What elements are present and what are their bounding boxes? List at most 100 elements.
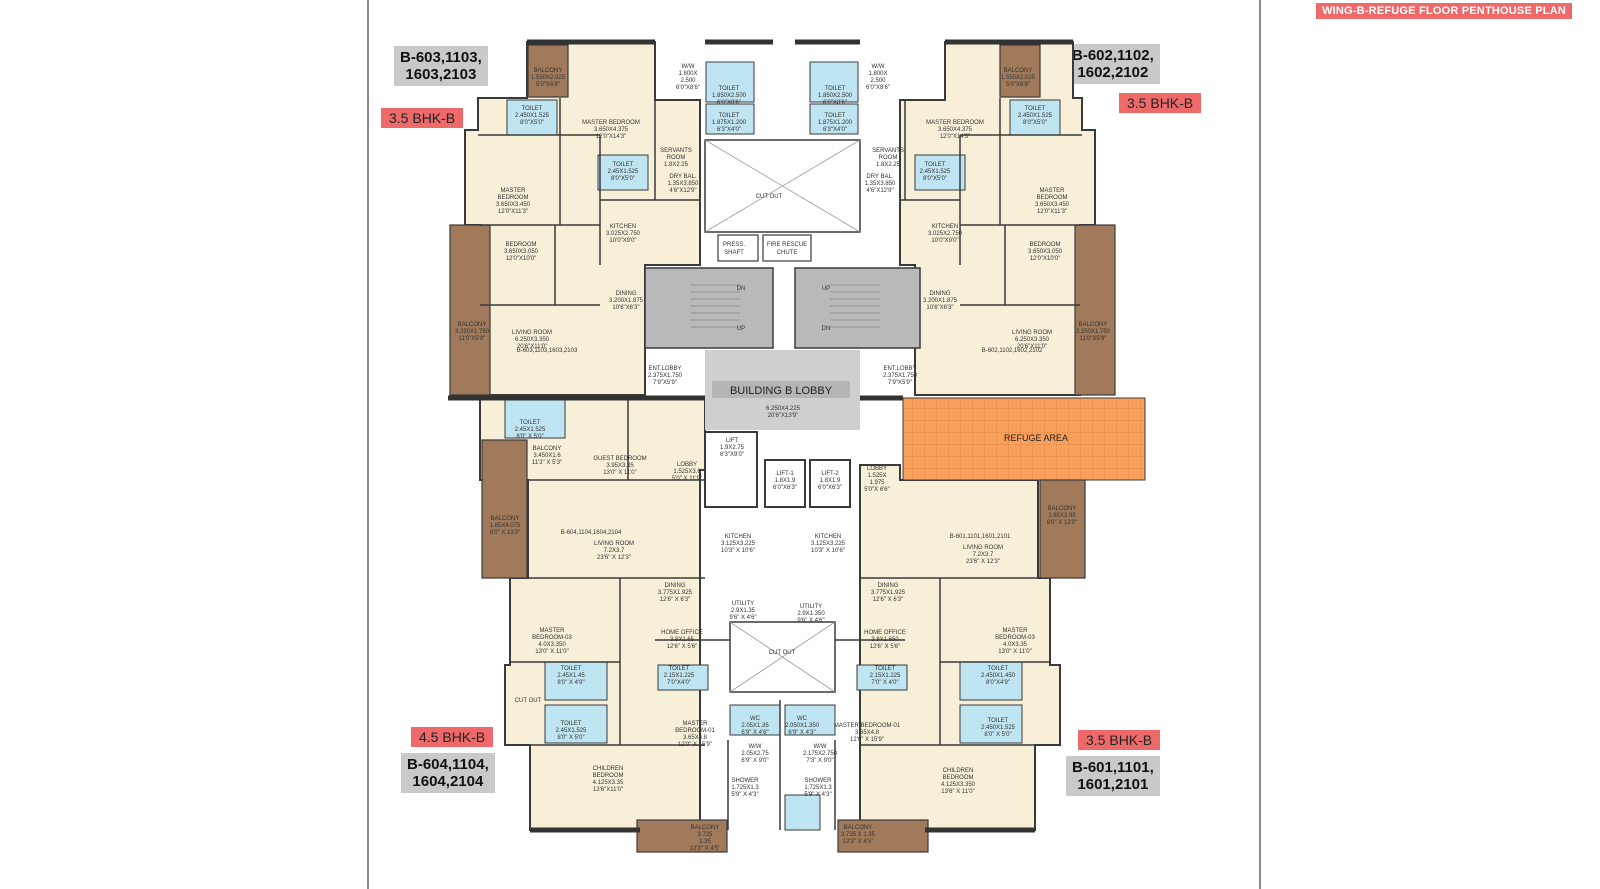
lift2-label: LIFT-2 (821, 471, 839, 477)
partition-walls (478, 98, 1082, 830)
room-label-line: 12'0"X14'3" (940, 134, 971, 140)
room-label-line: 3.725 X 1.35 (841, 832, 876, 838)
room-label-line: 3.65X4.8 (855, 730, 880, 736)
room-label-line: TOILET (669, 666, 690, 672)
room-label-line: 10'3" X 10'6" (811, 548, 845, 554)
room-label-line: 12'0" X 15'9" (678, 742, 712, 748)
room-label-line: MASTER (539, 628, 565, 634)
room-label-line: 8'0"X5'0" (1023, 120, 1047, 126)
room-label-line: 6'0" X 13'3" (490, 530, 521, 536)
room-label-line: BEDROOM-03 (532, 635, 572, 641)
unit-id-line: B-601,1101, (1072, 759, 1154, 776)
room-label-line: 4.125X3.35 (593, 780, 624, 786)
lift-label: 6'3"X9'0" (720, 452, 744, 458)
room-label-line: 6'0"X8'6" (866, 85, 890, 91)
stair-treads (690, 284, 880, 328)
room-label-line: BALCONY (533, 446, 562, 452)
room-label-line: 6.250X3.350 (1015, 337, 1050, 343)
room-label-line: 1.8X2.25 (664, 162, 689, 168)
room-label-line: WC (750, 716, 761, 722)
room-label-line: 12'0" X 15'9" (850, 737, 884, 743)
room-label-line: 8'0" X 4'9" (557, 680, 584, 686)
lift-label: 1.9X2.75 (720, 445, 745, 451)
building-lobby-label: BUILDING B LOBBY (730, 385, 833, 397)
room-label-line: TOILET (613, 162, 634, 168)
unit-id-top-right: B-602,1102, 1602,2102 (1066, 44, 1160, 84)
room-label-line: CHILDREN (593, 766, 624, 772)
room-label-line: BALCONY (1079, 322, 1108, 328)
room-label-line: BEDROOM (592, 773, 623, 779)
room-label-line: 3.95X3.35 (606, 463, 634, 469)
room-label-line: DINING (616, 291, 637, 297)
room-label-line: 4.125X3.350 (941, 782, 976, 788)
room-label-line: 20'6"X11'0" (517, 344, 547, 350)
room-label-line: 12'0"X10'0" (506, 256, 537, 262)
room-label-line: 2.45X1.45 (557, 673, 585, 679)
refuge-area-label: REFUGE AREA (1004, 433, 1068, 443)
room-label-line: 6'0"X8'6" (717, 100, 741, 106)
room-label-line: 13'6"X11'0" (593, 787, 623, 793)
room-label-line: 12'6" X 6'3" (660, 597, 691, 603)
toilet (1009, 99, 1061, 136)
toilet (657, 664, 709, 691)
room-label-line: 1.875X1.200 (712, 120, 747, 126)
room-label-line: 12'6" X 6'3" (873, 597, 904, 603)
toilet (809, 61, 859, 103)
room-label-line: 23'6" X 12'3" (966, 559, 1000, 565)
room-label-line: 6'9" X 9'0" (741, 758, 768, 764)
toilet (544, 704, 608, 744)
room-label-line: 2.45X1.525 (556, 728, 587, 734)
room-label-line: SERVANTS (660, 148, 692, 154)
toilet (959, 704, 1023, 744)
room-label-line: 8'0" X 5'0" (984, 732, 1011, 738)
unit-id-bottom-right: B-601,1101, 1601,2101 (1066, 756, 1160, 796)
room-label-line: MASTER (682, 721, 708, 727)
room-label-line: 8'0"X5'0" (923, 176, 947, 182)
room-label-line: 7'9"X5'9" (888, 380, 912, 386)
room-label-line: 2.15X1.225 (664, 673, 695, 679)
room-label-line: BALCONY (844, 825, 873, 831)
press-shaft-label: SHAFT (724, 250, 744, 256)
room-label-line: B-604,1104,1604,2104 (561, 530, 622, 536)
bhk-tag-top-right: 3.5 BHK-B (1119, 93, 1202, 113)
room-label-line: MASTER BEDROOM-01 (834, 723, 901, 729)
room-label-line: 1.800X (868, 71, 887, 77)
room-label-line: 3.650X4.375 (938, 127, 973, 133)
unit-id-line: B-603,1103, (400, 49, 482, 66)
room-label-line: W/W (872, 64, 885, 70)
unit-id-line: 1604,2104 (412, 773, 484, 790)
press-shaft (717, 234, 759, 262)
room-label-line: TOILET (561, 666, 582, 672)
room-label-line: 12'0"X14'3" (596, 134, 627, 140)
room-label-line: 5'9" X 4'3" (731, 792, 758, 798)
room-label-line: BEDROOM (1029, 242, 1060, 248)
room-label-line: GUEST BEDROOM (593, 456, 646, 462)
room-label-line: 1.850X2.500 (818, 93, 853, 99)
room-label-line: 1.525X3.6 (673, 469, 701, 475)
room-label-line: 3.450X1.6 (533, 453, 561, 459)
